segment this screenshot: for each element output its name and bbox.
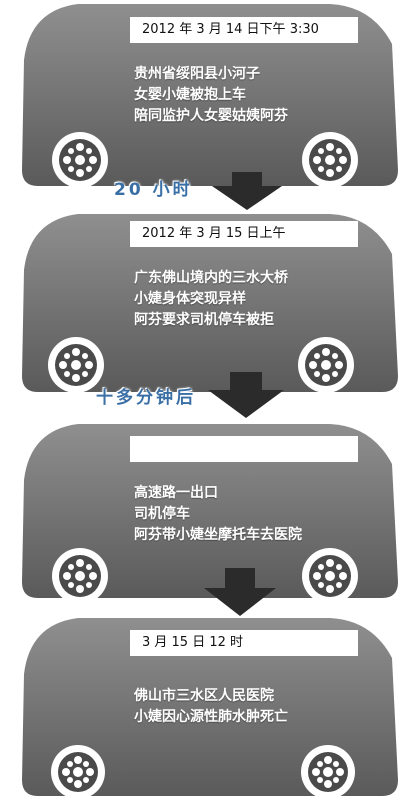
connector-label: 十多分钟后: [96, 388, 196, 408]
description-line: 高速路一出口: [134, 485, 218, 501]
description-line: 女婴小婕被抱上车: [134, 87, 246, 103]
stage-description: 高速路一出口 司机停车 阿芬带小婕坐摩托车去医院: [134, 483, 302, 546]
description-line: 阿芬带小婕坐摩托车去医院: [134, 527, 302, 543]
down-arrow-icon: [208, 372, 284, 418]
down-arrow-icon: [204, 568, 276, 616]
description-line: 司机停车: [134, 506, 190, 522]
timeline-stage-2: 2012 年 3 月 15 日上午 广东佛山境内的三水大桥 小婕身体突现异样 阿…: [0, 210, 413, 405]
bus-shape: [22, 214, 398, 393]
description-line: 小婕因心源性肺水肿死亡: [134, 709, 288, 725]
timeline-stage-1: 2012 年 3 月 14 日下午 3:30 贵州省绥阳县小河子 女婴小婕被抱上…: [0, 0, 413, 200]
stage-timestamp: 3 月 15 日 12 时: [130, 630, 358, 656]
description-line: 陪同监护人女婴姑姨阿芬: [134, 108, 288, 124]
connector-label: 20 小时: [114, 180, 193, 200]
timeline-stage-4: 3 月 15 日 12 时 佛山市三水区人民医院 小婕因心源性肺水肿死亡: [0, 614, 413, 802]
stage-description: 佛山市三水区人民医院 小婕因心源性肺水肿死亡: [134, 686, 288, 728]
down-arrow-icon: [212, 172, 282, 210]
timeline-stage-3: 高速路一出口 司机停车 阿芬带小婕坐摩托车去医院: [0, 418, 413, 608]
bus-shape: [22, 424, 398, 604]
bus-shape: [22, 618, 398, 799]
description-line: 佛山市三水区人民医院: [134, 688, 274, 704]
description-line: 阿芬要求司机停车被拒: [134, 312, 274, 328]
description-line: 贵州省绥阳县小河子: [134, 66, 260, 82]
description-line: 广东佛山境内的三水大桥: [134, 270, 288, 286]
stage-description: 贵州省绥阳县小河子 女婴小婕被抱上车 陪同监护人女婴姑姨阿芬: [134, 64, 288, 127]
description-line: 小婕身体突现异样: [134, 291, 246, 307]
stage-description: 广东佛山境内的三水大桥 小婕身体突现异样 阿芬要求司机停车被拒: [134, 268, 288, 331]
stage-timestamp: 2012 年 3 月 14 日下午 3:30: [130, 17, 358, 43]
stage-timestamp-blank: [130, 436, 358, 462]
bus-shape: [22, 4, 398, 188]
stage-timestamp: 2012 年 3 月 15 日上午: [130, 221, 358, 247]
